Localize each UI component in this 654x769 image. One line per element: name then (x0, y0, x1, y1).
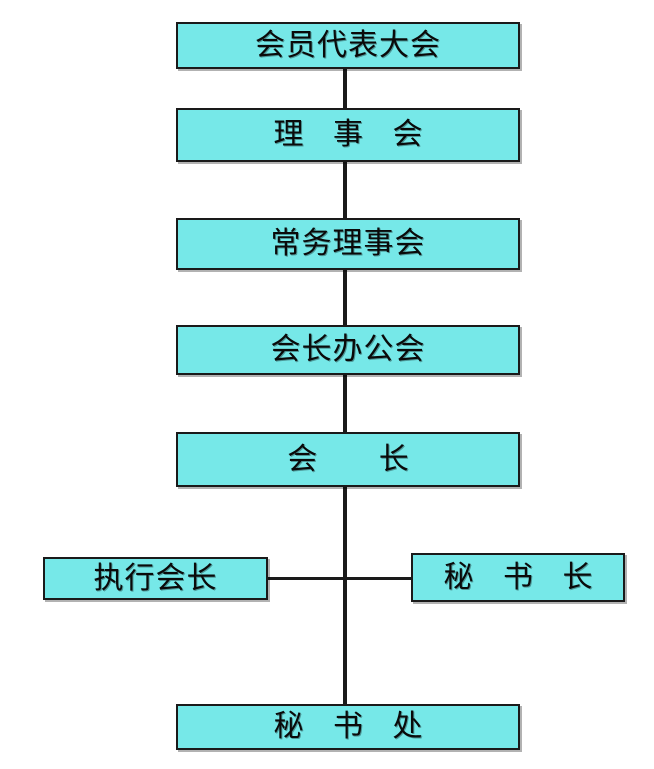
node-president[interactable]: 会 长 (176, 432, 520, 487)
connector-president-to-secretariat (343, 487, 347, 706)
node-label-president: 会 长 (287, 441, 435, 477)
node-label-secretariat: 秘 书 处 (273, 709, 433, 744)
connector-standing-to-office-meeting (343, 270, 347, 327)
node-executive-president[interactable]: 执行会长 (43, 557, 268, 600)
connector-assembly-to-council (343, 69, 347, 110)
node-label-president-office-meeting: 会长办公会 (270, 332, 426, 367)
node-label-secretary-general: 秘 书 长 (443, 559, 603, 595)
connector-secretary-general-branch (345, 577, 413, 580)
node-secretary-general[interactable]: 秘 书 长 (411, 553, 625, 602)
connector-executive-president-branch (266, 577, 347, 580)
node-label-council: 理 事 会 (273, 117, 433, 152)
node-standing-council[interactable]: 常务理事会 (176, 218, 520, 270)
connector-council-to-standing (343, 162, 347, 220)
node-secretariat[interactable]: 秘 书 处 (176, 704, 520, 750)
node-label-executive-president: 执行会长 (93, 560, 218, 596)
connector-office-meeting-to-president (343, 375, 347, 434)
node-label-general-assembly: 会员代表大会 (255, 27, 441, 63)
node-label-standing-council: 常务理事会 (270, 226, 426, 261)
node-council[interactable]: 理 事 会 (176, 108, 520, 162)
node-president-office-meeting[interactable]: 会长办公会 (176, 325, 520, 375)
node-general-assembly[interactable]: 会员代表大会 (176, 22, 520, 69)
